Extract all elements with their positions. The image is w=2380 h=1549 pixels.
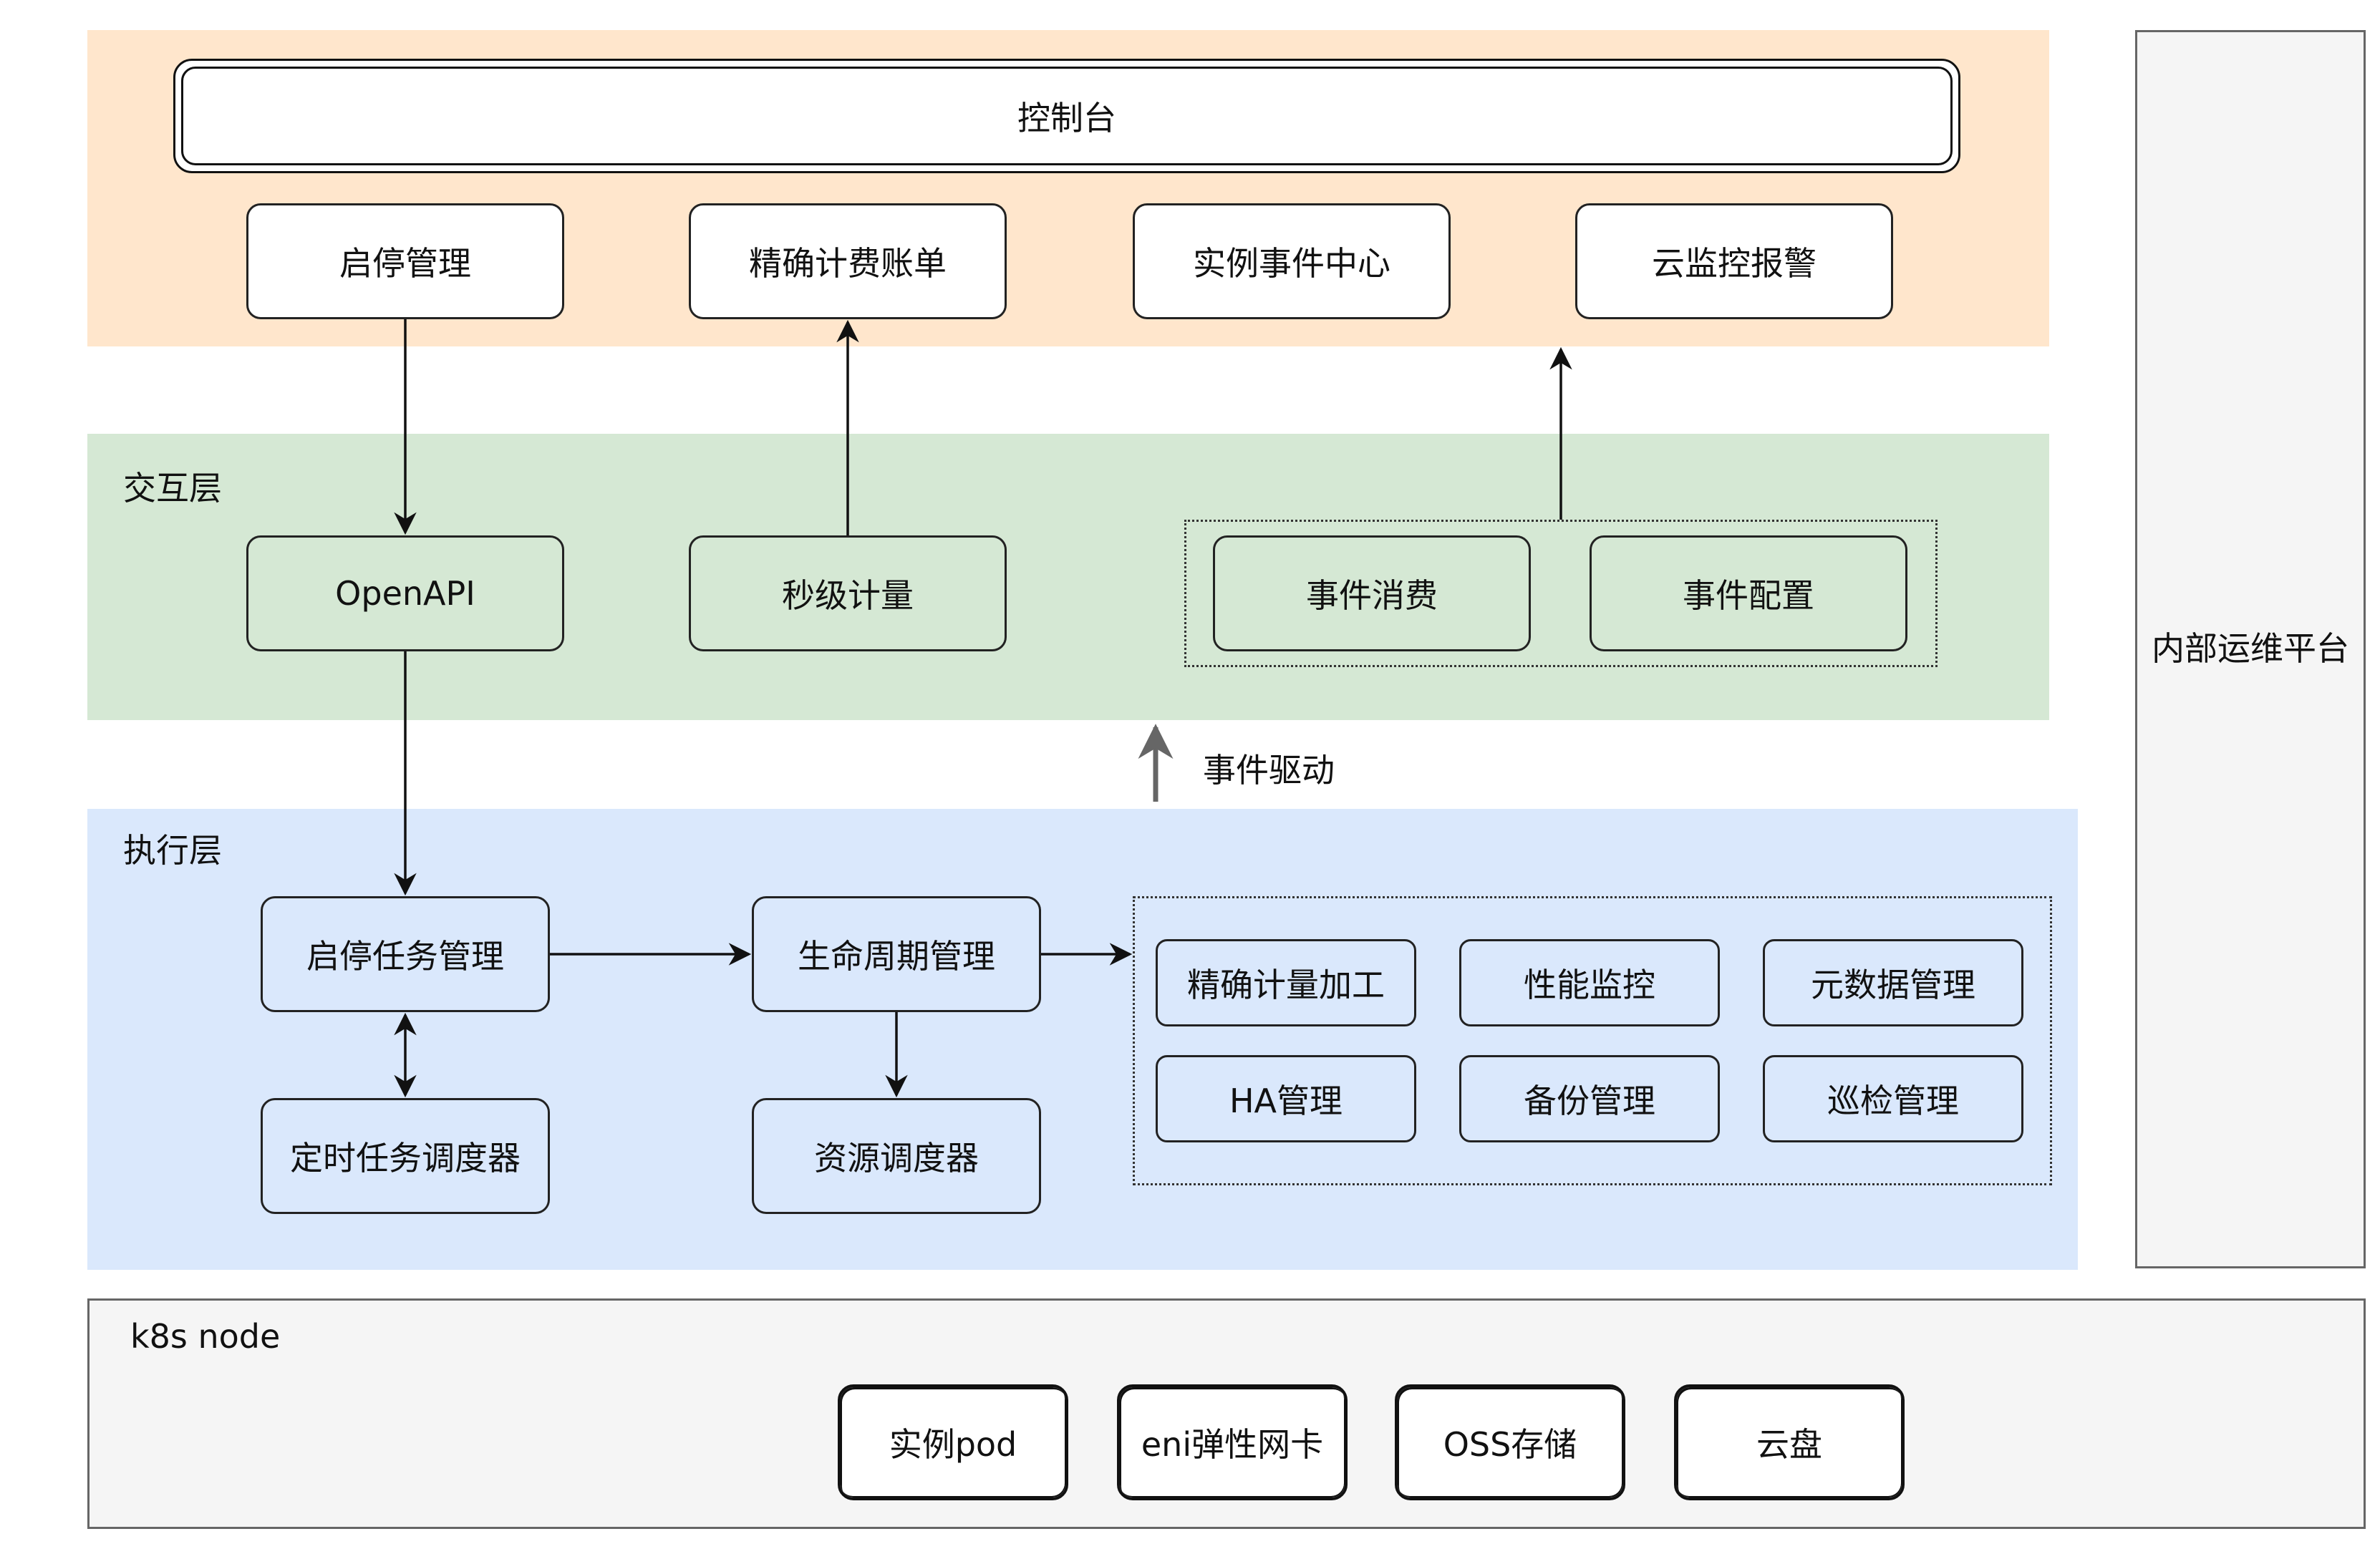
cloud-disk-label: 云盘 — [1756, 1425, 1822, 1464]
oss-storage-label: OSS存储 — [1443, 1425, 1577, 1464]
inspection-management-box[interactable]: 巡检管理 — [1763, 1055, 2023, 1142]
precise-metering-processing-box[interactable]: 精确计量加工 — [1156, 939, 1416, 1026]
event-consume-label: 事件消费 — [1306, 576, 1438, 615]
precise-billing-box[interactable]: 精确计费账单 — [689, 203, 1007, 319]
second-metering-label: 秒级计量 — [782, 576, 914, 615]
precise-metering-processing-label: 精确计量加工 — [1187, 966, 1385, 1004]
performance-monitor-box[interactable]: 性能监控 — [1459, 939, 1720, 1026]
scheduled-task-scheduler-box[interactable]: 定时任务调度器 — [261, 1098, 550, 1214]
ha-management-box[interactable]: HA管理 — [1156, 1055, 1416, 1142]
k8s-node-label: k8s node — [130, 1317, 281, 1356]
inspection-management-label: 巡检管理 — [1827, 1082, 1959, 1120]
metadata-management-box[interactable]: 元数据管理 — [1763, 939, 2023, 1026]
performance-monitor-label: 性能监控 — [1524, 966, 1655, 1004]
cloud-monitor-alarm-label: 云监控报警 — [1652, 244, 1817, 283]
start-stop-management-label: 启停管理 — [339, 244, 471, 283]
openapi-label: OpenAPI — [335, 574, 475, 613]
event-driven-label: 事件驱动 — [1203, 751, 1335, 790]
ops-platform-label: 内部运维平台 — [2152, 629, 2349, 668]
event-config-label: 事件配置 — [1683, 576, 1814, 615]
interaction-layer-label: 交互层 — [123, 469, 222, 508]
openapi-box[interactable]: OpenAPI — [246, 535, 564, 651]
start-stop-task-management-box[interactable]: 启停任务管理 — [261, 896, 550, 1012]
metadata-management-label: 元数据管理 — [1811, 966, 1975, 1004]
scheduled-task-scheduler-label: 定时任务调度器 — [290, 1139, 521, 1177]
precise-billing-label: 精确计费账单 — [749, 244, 947, 283]
instance-event-center-label: 实例事件中心 — [1193, 244, 1390, 283]
oss-storage-box[interactable]: OSS存储 — [1395, 1384, 1625, 1500]
instance-event-center-box[interactable]: 实例事件中心 — [1133, 203, 1451, 319]
resource-scheduler-box[interactable]: 资源调度器 — [752, 1098, 1041, 1214]
lifecycle-management-label: 生命周期管理 — [798, 937, 995, 976]
second-metering-box[interactable]: 秒级计量 — [689, 535, 1007, 651]
backup-management-label: 备份管理 — [1524, 1082, 1655, 1120]
event-group-container — [1184, 520, 1938, 667]
cloud-disk-box[interactable]: 云盘 — [1674, 1384, 1905, 1500]
execution-group-container — [1133, 896, 2052, 1185]
eni-card-box[interactable]: eni弹性网卡 — [1117, 1384, 1348, 1500]
event-consume-box[interactable]: 事件消费 — [1213, 535, 1531, 651]
backup-management-box[interactable]: 备份管理 — [1459, 1055, 1720, 1142]
ha-management-label: HA管理 — [1229, 1082, 1343, 1120]
start-stop-management-box[interactable]: 启停管理 — [246, 203, 564, 319]
lifecycle-management-box[interactable]: 生命周期管理 — [752, 896, 1041, 1012]
console-box[interactable]: 控制台 — [173, 59, 1960, 173]
resource-scheduler-label: 资源调度器 — [814, 1139, 979, 1177]
cloud-monitor-alarm-box[interactable]: 云监控报警 — [1575, 203, 1893, 319]
console-label: 控制台 — [1017, 99, 1116, 137]
instance-pod-box[interactable]: 实例pod — [838, 1384, 1068, 1500]
ops-platform-band — [2135, 30, 2366, 1268]
eni-card-label: eni弹性网卡 — [1141, 1425, 1324, 1464]
event-config-box[interactable]: 事件配置 — [1590, 535, 1907, 651]
execution-layer-label: 执行层 — [123, 831, 222, 870]
instance-pod-label: 实例pod — [889, 1425, 1017, 1464]
start-stop-task-management-label: 启停任务管理 — [306, 937, 504, 976]
